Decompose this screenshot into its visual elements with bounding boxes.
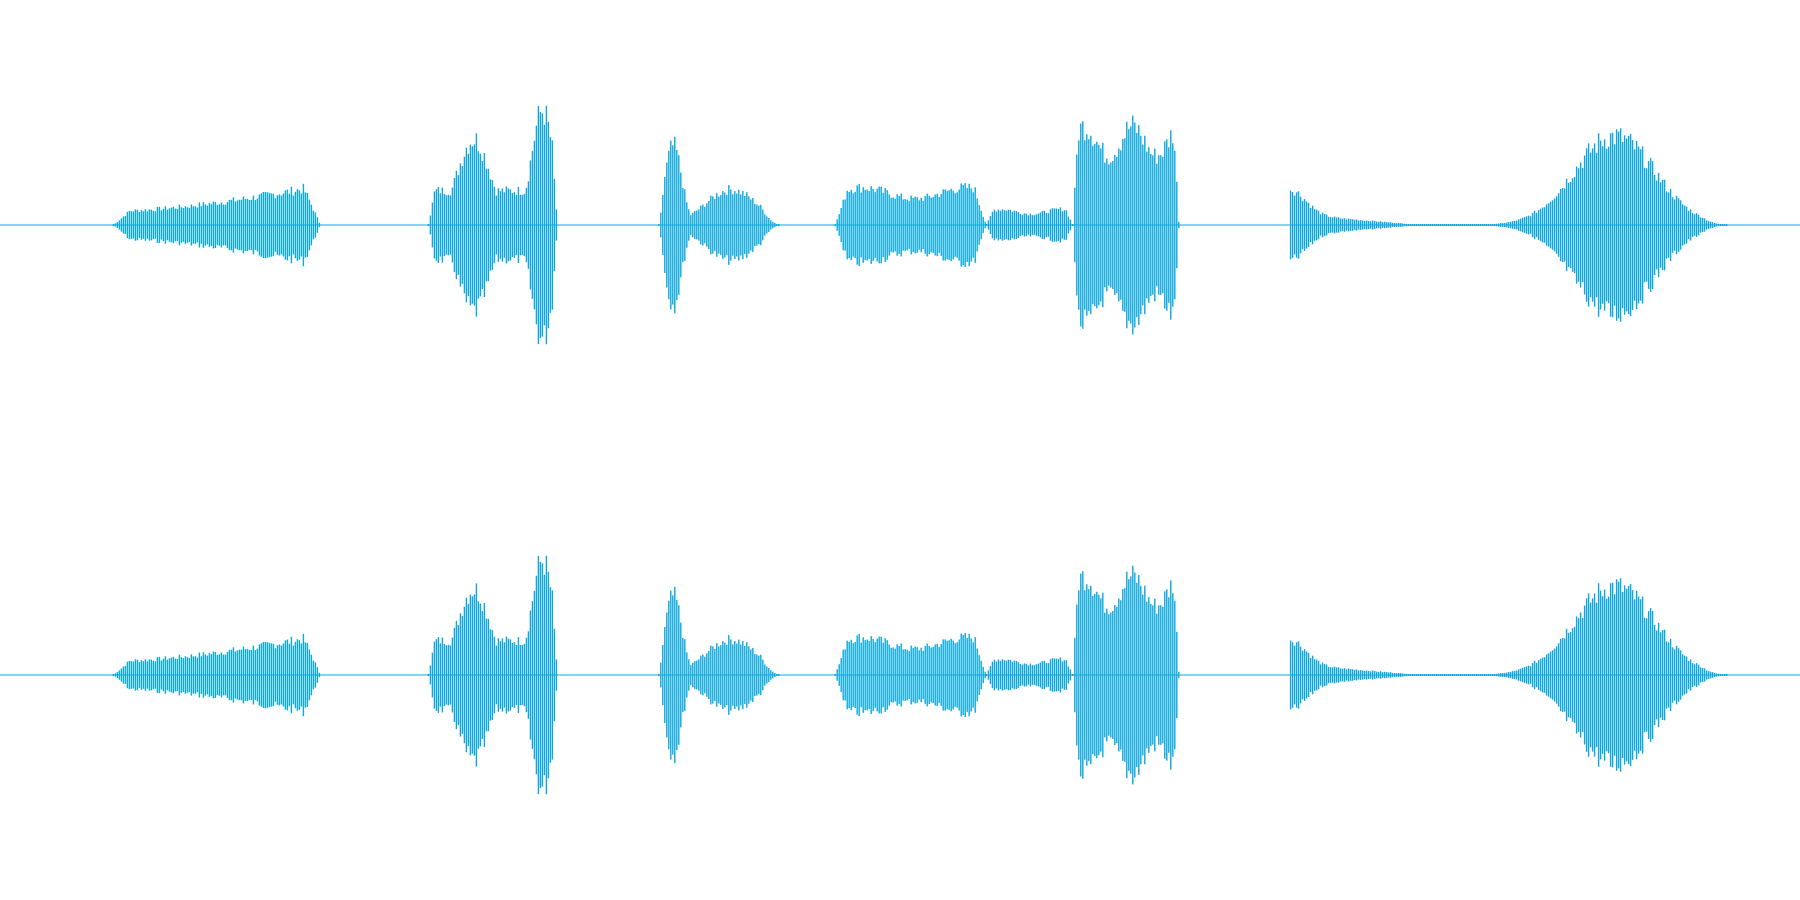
channel-2-bars xyxy=(112,555,1728,795)
channel-1-waveform xyxy=(0,105,1800,345)
channel-1-bars xyxy=(112,105,1728,345)
channel-1-track[interactable] xyxy=(0,0,1800,450)
channel-2-track[interactable] xyxy=(0,450,1800,900)
channel-2-waveform xyxy=(0,555,1800,795)
